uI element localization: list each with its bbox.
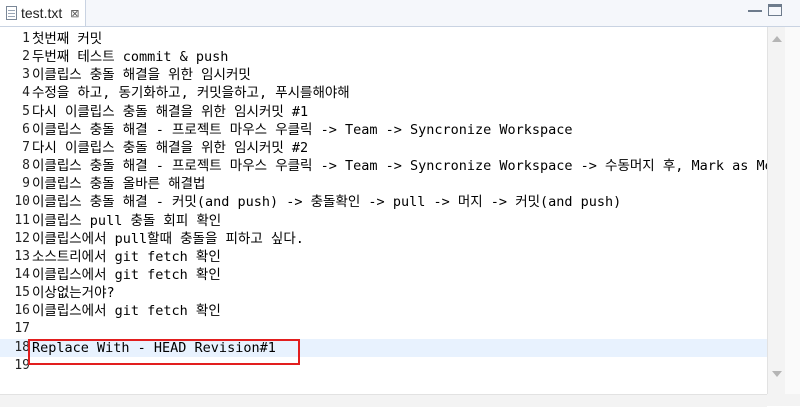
line-number: 6 bbox=[22, 121, 30, 137]
line-number: 19 bbox=[14, 357, 30, 373]
line-number: 2 bbox=[22, 49, 30, 65]
line-number: 15 bbox=[14, 285, 30, 301]
line-text[interactable]: 이클립스 충돌 올바른 해결법 bbox=[32, 176, 206, 193]
line-text[interactable]: 다시 이클립스 충돌 해결을 위한 임시커밋 #1 bbox=[32, 103, 309, 120]
line-number: 10 bbox=[14, 194, 30, 210]
line-number: 1 bbox=[22, 31, 30, 46]
scroll-up-icon[interactable] bbox=[772, 36, 782, 42]
line-text[interactable]: 이클립스 pull 충돌 회피 확인 bbox=[32, 212, 222, 229]
line-number: 4 bbox=[22, 85, 30, 101]
line-text[interactable]: 이클립스 충돌 해결 - 프로젝트 마우스 우클릭 -> Team -> Syn… bbox=[32, 158, 773, 175]
line-text[interactable]: 이클립스 충돌 해결을 위한 임시커밋 bbox=[32, 67, 251, 84]
close-tab-icon[interactable]: ⊠ bbox=[70, 6, 80, 20]
line-text[interactable]: 두번째 테스트 commit & push bbox=[32, 49, 229, 66]
line-text[interactable]: 이상없는거야? bbox=[32, 285, 115, 302]
scroll-down-icon[interactable] bbox=[772, 371, 782, 377]
line-text[interactable]: 소스트리에서 git fetch 확인 bbox=[32, 248, 221, 265]
line-text[interactable]: 첫번째 커밋 bbox=[32, 31, 103, 47]
editor-right-margin bbox=[785, 27, 800, 394]
editor-line[interactable]: 17 bbox=[0, 320, 767, 338]
line-number: 12 bbox=[14, 230, 30, 246]
line-text[interactable]: 이클립스 충돌 해결 - 커밋(and push) -> 충돌확인 -> pul… bbox=[32, 194, 622, 211]
line-text[interactable]: 이클립스에서 git fetch 확인 bbox=[32, 303, 221, 320]
line-number: 8 bbox=[22, 158, 30, 174]
text-file-icon bbox=[6, 6, 17, 20]
line-text[interactable]: 이클립스에서 pull할때 충돌을 피하고 싶다. bbox=[32, 230, 304, 247]
horizontal-scrollbar[interactable] bbox=[0, 394, 767, 407]
line-number: 11 bbox=[14, 212, 30, 228]
editor-line[interactable]: 19 bbox=[0, 357, 767, 375]
line-text[interactable]: 다시 이클립스 충돌 해결을 위한 임시커밋 #2 bbox=[32, 139, 309, 156]
minimize-icon[interactable] bbox=[748, 4, 762, 12]
line-text[interactable]: 이클립스에서 git fetch 확인 bbox=[32, 266, 221, 283]
line-text[interactable]: Replace With - HEAD Revision#1 bbox=[32, 339, 276, 356]
line-number: 17 bbox=[14, 321, 30, 337]
line-number: 3 bbox=[22, 67, 30, 83]
line-text[interactable]: 이클립스 충돌 해결 - 프로젝트 마우스 우클릭 -> Team -> Syn… bbox=[32, 121, 573, 138]
line-number: 7 bbox=[22, 139, 30, 155]
vertical-scrollbar[interactable] bbox=[767, 27, 786, 394]
tab-test-txt[interactable]: test.txt ⊠ bbox=[0, 0, 86, 26]
scroll-corner bbox=[767, 394, 800, 406]
line-number: 18 bbox=[14, 339, 30, 355]
line-number: 13 bbox=[14, 248, 30, 264]
line-text[interactable]: 수정을 하고, 동기화하고, 커밋을하고, 푸시를해야해 bbox=[32, 85, 350, 102]
maximize-icon[interactable] bbox=[768, 4, 782, 16]
line-number: 9 bbox=[22, 176, 30, 192]
highlight-annotation-box bbox=[28, 339, 300, 365]
line-number: 5 bbox=[22, 103, 30, 119]
editor-tab-bar: test.txt ⊠ bbox=[0, 0, 800, 27]
tab-title: test.txt bbox=[21, 5, 63, 21]
line-number: 14 bbox=[14, 266, 30, 282]
line-number: 16 bbox=[14, 303, 30, 319]
